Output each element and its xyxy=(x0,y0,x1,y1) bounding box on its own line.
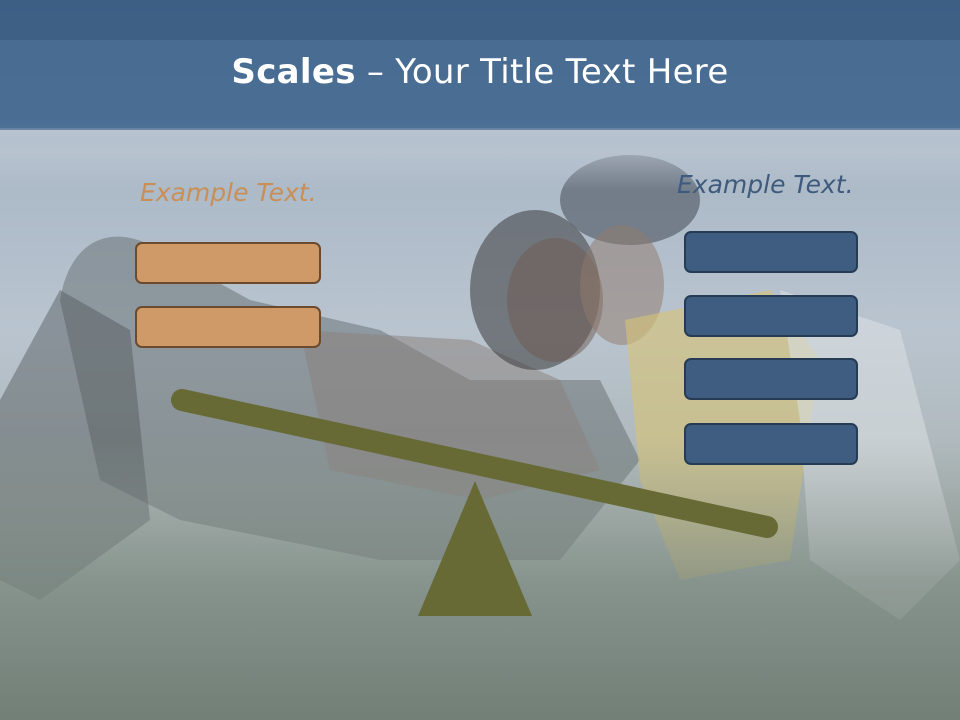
title-rest: – Your Title Text Here xyxy=(355,52,729,92)
right-box-2 xyxy=(684,295,858,337)
left-box-2 xyxy=(135,306,321,348)
scale-beam xyxy=(171,389,778,538)
left-example-label: Example Text. xyxy=(140,178,317,207)
title-bold: Scales xyxy=(231,52,356,92)
right-example-label: Example Text. xyxy=(677,170,854,199)
right-box-3 xyxy=(684,358,858,400)
left-box-1 xyxy=(135,242,321,284)
right-box-1 xyxy=(684,231,858,273)
right-box-4 xyxy=(684,423,858,465)
scale-fulcrum xyxy=(418,481,532,616)
slide-title: Scales – Your Title Text Here xyxy=(0,52,960,92)
